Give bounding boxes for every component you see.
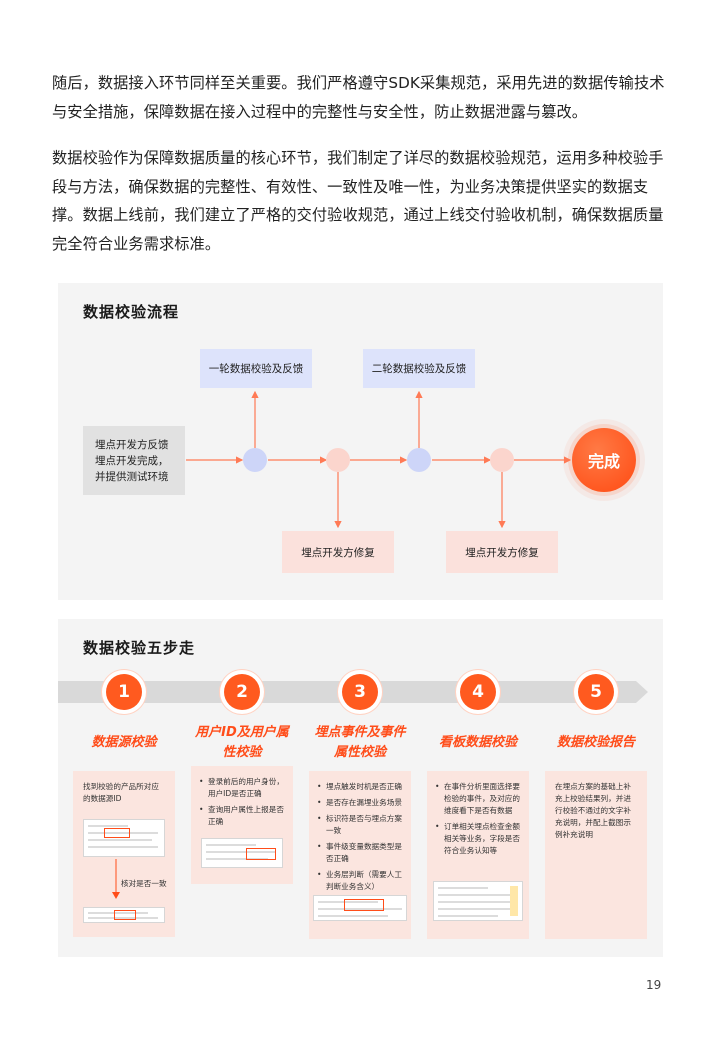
step-1-number: 1 bbox=[106, 674, 142, 710]
step-3-number: 3 bbox=[342, 674, 378, 710]
step-1-screenshot-bottom bbox=[83, 907, 165, 923]
flow-node-4 bbox=[490, 448, 514, 472]
paragraph-data-validation: 数据校验作为保障数据质量的核心环节，我们制定了详尽的数据校验规范，运用多种校验手… bbox=[52, 149, 664, 253]
step-5-title: 数据校验报告 bbox=[556, 735, 635, 750]
step-4-bullet: 在事件分析里面选择要检验的事件，及对应的维度看下是否有数据 bbox=[435, 781, 521, 817]
step-3-bullet: 是否存在漏埋业务场景 bbox=[317, 797, 403, 809]
flow-node-2 bbox=[326, 448, 350, 472]
round1-validation-box: 一轮数据校验及反馈 bbox=[200, 349, 312, 388]
step-2-number: 2 bbox=[224, 674, 260, 710]
step-1-down-arrow bbox=[112, 859, 120, 899]
step-5-text: 在埋点方案的基础上补充上校验结果列，并进行校验不通过的文字补充说明，并配上截图示… bbox=[555, 782, 631, 839]
start-line-3: 并提供测试环境 bbox=[95, 470, 169, 483]
page-number: 19 bbox=[646, 978, 662, 992]
step-3-bullet: 标识符是否与埋点方案一致 bbox=[317, 813, 403, 837]
step-3-bullet: 业务层判断（需要人工判断业务含义） bbox=[317, 869, 403, 893]
step-2-card: 登录前后的用户身份，用户ID是否正确 查询用户属性上报是否正确 bbox=[191, 766, 293, 884]
five-steps-panel: 数据校验五步走 1 2 3 4 5 数据源校验 用户ID及用户属性校验 埋点事件… bbox=[58, 619, 663, 957]
start-box: 埋点开发方反馈 埋点开发完成， 并提供测试环境 bbox=[83, 426, 185, 495]
step-3-screenshot bbox=[313, 895, 407, 921]
step-3-title: 埋点事件及事件属性校验 bbox=[314, 725, 406, 760]
step-1-text: 找到校验的产品所对应的数据源ID bbox=[83, 782, 159, 803]
flow-node-1 bbox=[243, 448, 267, 472]
step-1-card: 找到校验的产品所对应的数据源ID 核对是否一致 bbox=[73, 771, 175, 937]
step-2-bullet: 查询用户属性上报是否正确 bbox=[199, 804, 285, 828]
start-line-1: 埋点开发方反馈 bbox=[95, 438, 169, 451]
round2-validation-box: 二轮数据校验及反馈 bbox=[363, 349, 475, 388]
flow-node-3 bbox=[407, 448, 431, 472]
step-1-note: 核对是否一致 bbox=[121, 879, 167, 888]
step-1-title: 数据源校验 bbox=[91, 735, 157, 750]
step-4-number: 4 bbox=[460, 674, 496, 710]
step-3-card: 埋点触发时机是否正确 是否存在漏埋业务场景 标识符是否与埋点方案一致 事件级变量… bbox=[309, 771, 411, 939]
step-4-card: 在事件分析里面选择要检验的事件，及对应的维度看下是否有数据 订单相关埋点检查金额… bbox=[427, 771, 529, 939]
fix2-box: 埋点开发方修复 bbox=[446, 531, 558, 573]
step-4-title: 看板数据校验 bbox=[438, 735, 517, 750]
validation-flow-panel: 数据校验流程 埋点开发方反馈 埋点开发完成， 并提供测试环境 一轮数据校验及反馈… bbox=[58, 283, 663, 600]
steps-title: 数据校验五步走 bbox=[83, 639, 196, 657]
start-line-2: 埋点开发完成， bbox=[95, 454, 169, 467]
step-5-number: 5 bbox=[578, 674, 614, 710]
done-circle: 完成 bbox=[572, 428, 636, 492]
flow-connectors bbox=[186, 390, 572, 529]
flow-title: 数据校验流程 bbox=[83, 303, 180, 321]
step-4-screenshot bbox=[433, 881, 523, 921]
paragraph-data-ingestion: 随后，数据接入环节同样至关重要。我们严格遵守SDK采集规范，采用先进的数据传输技… bbox=[52, 74, 665, 121]
step-4-bullet: 订单相关埋点检查金额相关等业务，字段是否符合业务认知等 bbox=[435, 821, 521, 857]
step-2-title: 用户ID及用户属性校验 bbox=[195, 725, 289, 760]
step-2-screenshot bbox=[201, 838, 283, 868]
step-1-screenshot-top bbox=[83, 819, 165, 857]
fix1-box: 埋点开发方修复 bbox=[282, 531, 394, 573]
step-5-card: 在埋点方案的基础上补充上校验结果列，并进行校验不通过的文字补充说明，并配上截图示… bbox=[545, 771, 647, 939]
step-3-bullet: 埋点触发时机是否正确 bbox=[317, 781, 403, 793]
step-3-bullet: 事件级变量数据类型是否正确 bbox=[317, 841, 403, 865]
step-2-bullet: 登录前后的用户身份，用户ID是否正确 bbox=[199, 776, 285, 800]
